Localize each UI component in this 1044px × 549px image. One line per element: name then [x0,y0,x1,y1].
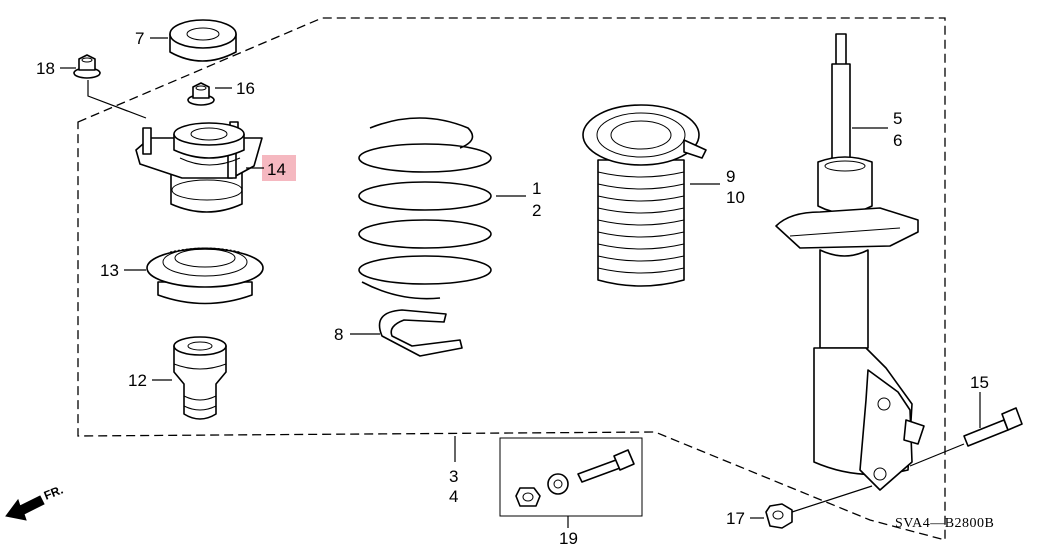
label-19: 19 [559,529,578,548]
label-16: 16 [236,79,255,98]
label-10: 10 [726,188,745,207]
label-9: 9 [726,167,735,186]
direction-label: FR. [42,483,65,503]
diagram-code: SVA4—B2800B [895,516,994,531]
label-15: 15 [970,373,989,392]
label-13: 13 [100,261,119,280]
label-18: 18 [36,59,55,78]
kit-19-box [499,437,643,517]
label-6: 6 [893,131,902,150]
part-18-nut[interactable] [73,54,101,79]
arrow-icon [5,495,45,521]
label-3: 3 [449,467,458,486]
part-15-bolt[interactable] [963,407,1023,447]
part-13-bearing[interactable] [146,247,264,305]
label-17: 17 [726,509,745,528]
part-14-strut-mount[interactable] [135,121,263,213]
part-16-nut[interactable] [187,82,215,106]
part-19-kit[interactable] [515,449,635,507]
label-2: 2 [532,201,541,220]
part-8-spring-seat[interactable] [378,309,463,357]
part-1-2-coil-spring[interactable] [358,117,492,300]
part-9-10-dust-boot[interactable] [582,104,707,287]
label-1: 1 [532,179,541,198]
part-12-bump-stop[interactable] [173,336,227,420]
part-5-6-strut[interactable] [775,33,925,491]
label-8: 8 [334,325,343,344]
assembly-boundary [77,17,946,541]
label-4: 4 [449,487,458,506]
part-7-cap[interactable] [169,19,237,62]
label-14: 14 [267,160,286,179]
front-direction-arrow: FR. [5,483,65,521]
label-7: 7 [135,29,144,48]
part-17-nut[interactable] [765,503,793,529]
label-5: 5 [893,109,902,128]
label-14-highlight [262,155,296,181]
label-12: 12 [128,371,147,390]
